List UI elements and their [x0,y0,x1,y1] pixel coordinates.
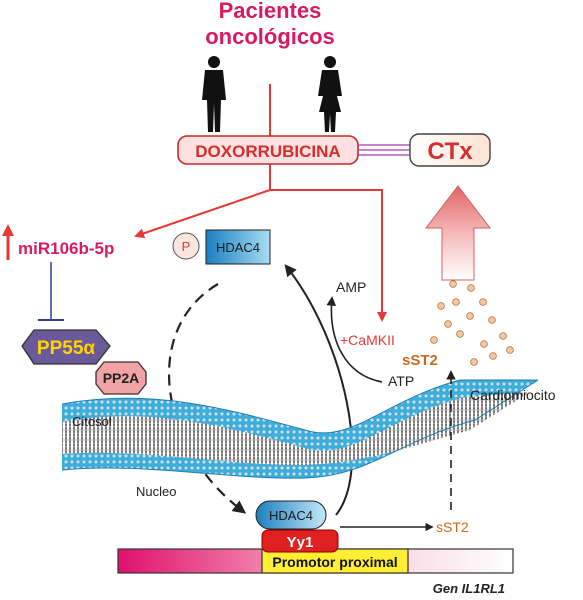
gene-name: IL1RL1 [462,581,505,596]
hdac4-nucleus-box [255,500,327,530]
camkii-label: +CaMKII [340,332,395,348]
sst2-secreted-label: sST2 [402,352,438,369]
pp2a-badge [95,361,147,395]
drug-to-camkii-arrow [270,189,387,322]
ctx-box [409,133,491,167]
hdac4-export-arrow [284,264,354,516]
pp2a-label: PP2A [103,370,140,386]
drug-ctx-link [358,144,410,156]
yy1-label: Yy1 [287,534,314,551]
atp-label: ATP [388,373,414,389]
hdac4-nucleus-label: HDAC4 [269,508,313,523]
mirna-label: miR106b-5p [18,239,114,258]
drug-to-mirna-arrow [134,164,271,239]
pp55-badge [21,329,111,365]
male-patient-icon [202,56,226,132]
hdac4-import-dashed-arrow [167,283,247,514]
female-patient-icon [318,56,342,132]
hdac4-cytosol-label: HDAC4 [216,240,260,255]
amp-label: AMP [336,279,366,295]
gene-prefix: Gen [433,581,462,596]
phospho-circle [172,232,200,260]
cardiomyocyte-label: Cardiomiocito [470,387,556,403]
phospho-label: P [182,239,191,254]
hdac4-cytosol-box [205,229,271,265]
title-line-1: Pacientes [219,0,322,23]
sst2-secreted-dots [430,280,514,366]
upregulation-arrow-icon [2,224,14,260]
promoter-label: Promotor proximal [272,554,397,570]
sst2-nucleus-label: sST2 [436,519,469,535]
gene-label: Gen IL1RL1 [433,581,505,596]
atp-to-amp-arrow [326,296,383,383]
promoter-box [261,548,409,574]
sst2-to-ctx-big-arrow [424,185,492,281]
pp55-label: PP55α [37,338,95,359]
doxorubicin-label: DOXORRUBICINA [195,142,340,161]
cytosol-label: Citosol [72,414,112,429]
yy1-box [261,529,339,553]
ctx-label: CTx [427,138,473,165]
nucleus-label: Nucleo [136,484,176,499]
title-line-2: oncológicos [205,24,335,49]
cell-membrane [61,379,539,479]
